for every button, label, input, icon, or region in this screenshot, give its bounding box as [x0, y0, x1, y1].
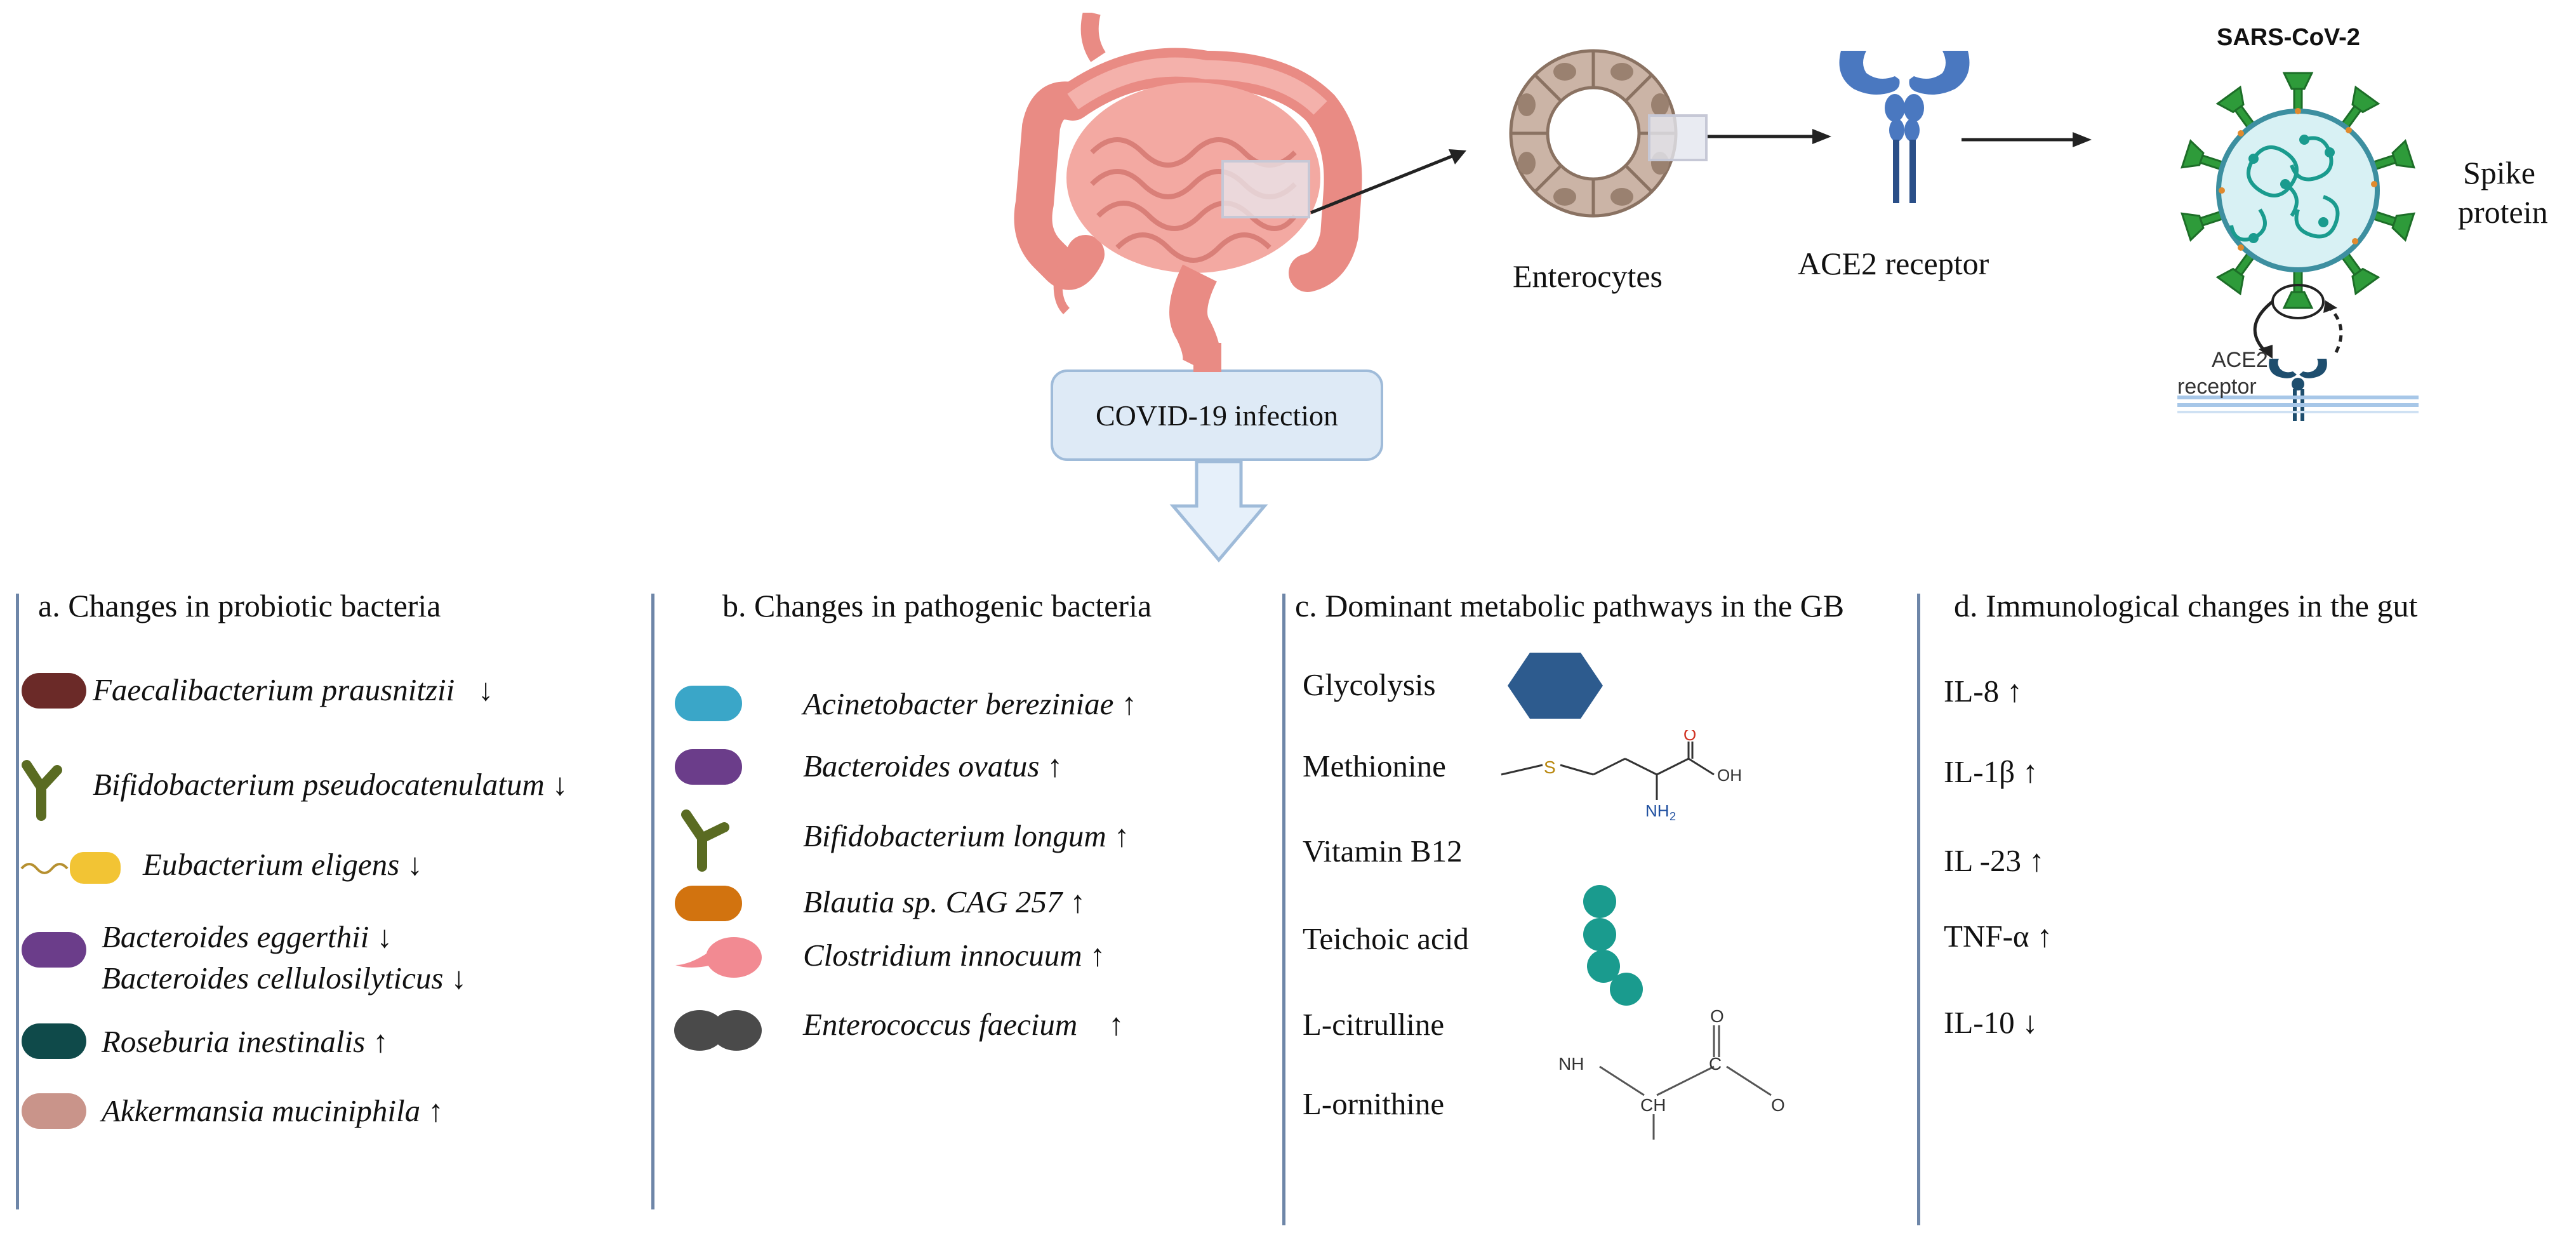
enterococcus-cell-icon [674, 1010, 762, 1051]
panel-a-header: a. Changes in probiotic bacteria [38, 588, 441, 623]
panel-a-item-3: Eubacterium eligens ↓ [143, 847, 423, 882]
blautia-cell-icon [675, 886, 742, 921]
bacteroides-ovatus-cell-icon [675, 749, 742, 785]
panel-d-item-il-23: IL -23 ↑ [1944, 843, 2045, 878]
panel-c-item-methionine: Methionine [1303, 749, 1446, 783]
panel-c-item-teichoic-acid: Teichoic acid [1303, 921, 1469, 956]
panel-c-item-l-citrulline: L-citrulline [1303, 1007, 1445, 1042]
divider-bc [1282, 594, 1285, 1225]
panel-b-item-2: Bacteroides ovatus ↑ [803, 749, 1063, 783]
sars-cov-2-virus-illustration [2181, 72, 2415, 319]
panel-a-item-5: Bacteroides cellulosilyticus ↓ [102, 961, 467, 995]
arrow-to-ace2 [1708, 129, 1831, 144]
panel-c-item-vitamin-b12: Vitamin B12 [1303, 834, 1463, 869]
clostridium-cell-icon [675, 937, 762, 978]
down-arrow-icon [1169, 460, 1268, 563]
intestine-illustration [1014, 13, 1362, 368]
covid-19-infection-label: COVID-19 infection [1096, 399, 1338, 432]
panel-c-item-l-ornithine: L-ornithine [1303, 1086, 1445, 1121]
panel-d-item-il-1b: IL-1β ↑ [1944, 754, 2038, 789]
panel-d-item-tnf-a: TNF-α ↑ [1944, 919, 2053, 954]
spike-protein-label-line2: protein [2458, 194, 2548, 230]
ornithine-ch-group: CH [1640, 1095, 1666, 1115]
ornithine-o-atom-2: O [1771, 1095, 1785, 1115]
panel-d-header: d. Immunological changes in the gut [1954, 588, 2418, 623]
eubacterium-cell-icon [20, 852, 121, 884]
roseburia-cell-icon [22, 1023, 86, 1059]
methionine-oh-group: OH [1717, 766, 1742, 785]
divider-cd [1917, 594, 1920, 1225]
panel-a-item-7: Akkermansia muciniphila ↑ [102, 1093, 444, 1128]
panel-b-item-5: Clostridium innocuum ↑ [803, 938, 1106, 973]
methionine-nh-group: NH [1645, 801, 1670, 820]
divider-ab [651, 594, 654, 1209]
panel-b-item-1: Acinetobacter bereziniae ↑ [803, 686, 1138, 721]
panel-b-header: b. Changes in pathogenic bacteria [722, 588, 1152, 623]
akkermansia-cell-icon [22, 1093, 86, 1129]
panel-b-item-6: Enterococcus faecium ↑ [803, 1007, 1124, 1042]
ace2-receptor-label: ACE2 receptor [1798, 246, 1989, 281]
covid-19-infection-box: COVID-19 infection [1051, 370, 1383, 461]
ornithine-structure-icon: NH C O O CH [1558, 1006, 1785, 1140]
panel-d-item-il-10: IL-10 ↓ [1944, 1005, 2038, 1040]
ornithine-c-atom: C [1709, 1054, 1722, 1074]
ornithine-o-atom: O [1710, 1006, 1724, 1026]
ace2-receptor-illustration [1839, 51, 1970, 203]
bacteroides-cell-icon [22, 932, 86, 968]
arrow-to-virus [1962, 132, 2092, 147]
panel-d-item-il-8: IL-8 ↑ [1944, 674, 2022, 709]
hexagon-icon [1508, 653, 1603, 719]
bifidobacterium-longum-cell-icon [681, 809, 729, 872]
arrow-to-enterocytes [1310, 149, 1466, 215]
panel-a-item-6: Roseburia inestinalis ↑ [102, 1024, 388, 1059]
methionine-o-atom: O [1683, 730, 1696, 744]
sars-cov-2-label: SARS-CoV-2 [2217, 24, 2360, 51]
panel-c-header: c. Dominant metabolic pathways in the GB [1295, 588, 1845, 623]
bifidobacterium-cell-icon [22, 760, 62, 821]
enterocytes-label: Enterocytes [1513, 258, 1663, 294]
spike-protein-label-line1: Spike [2463, 155, 2535, 190]
methionine-s-atom: S [1544, 757, 1556, 777]
enterocytes-illustration [1509, 49, 1708, 218]
methionine-nh-subscript: 2 [1670, 810, 1676, 823]
teichoic-acid-beads-icon [1583, 885, 1643, 1006]
panel-a-item-2: Bifidobacterium pseudocatenulatum ↓ [93, 767, 568, 802]
panel-b-item-3: Bifidobacterium longum ↑ [803, 818, 1130, 853]
ace2-small-label-line1: ACE2 [2212, 348, 2268, 372]
panel-a-item-1: Faecalibacterium prausnitzii ↓ [93, 672, 494, 707]
panel-a-item-4: Bacteroides eggerthii ↓ [102, 919, 393, 954]
ace2-small-label-line2: receptor [2177, 375, 2257, 399]
panel-c-item-glycolysis: Glycolysis [1303, 667, 1436, 702]
methionine-structure-icon: S O OH NH 2 [1501, 730, 1742, 823]
faecalibacterium-cell-icon [22, 673, 86, 709]
ornithine-nh-group: NH [1558, 1054, 1584, 1074]
acinetobacter-cell-icon [675, 686, 742, 721]
divider-left [16, 594, 19, 1209]
virus-ace2-binding-illustration [2177, 300, 2419, 421]
rectum-connector [1193, 343, 1221, 372]
panel-b-item-4: Blautia sp. CAG 257 ↑ [803, 884, 1086, 919]
